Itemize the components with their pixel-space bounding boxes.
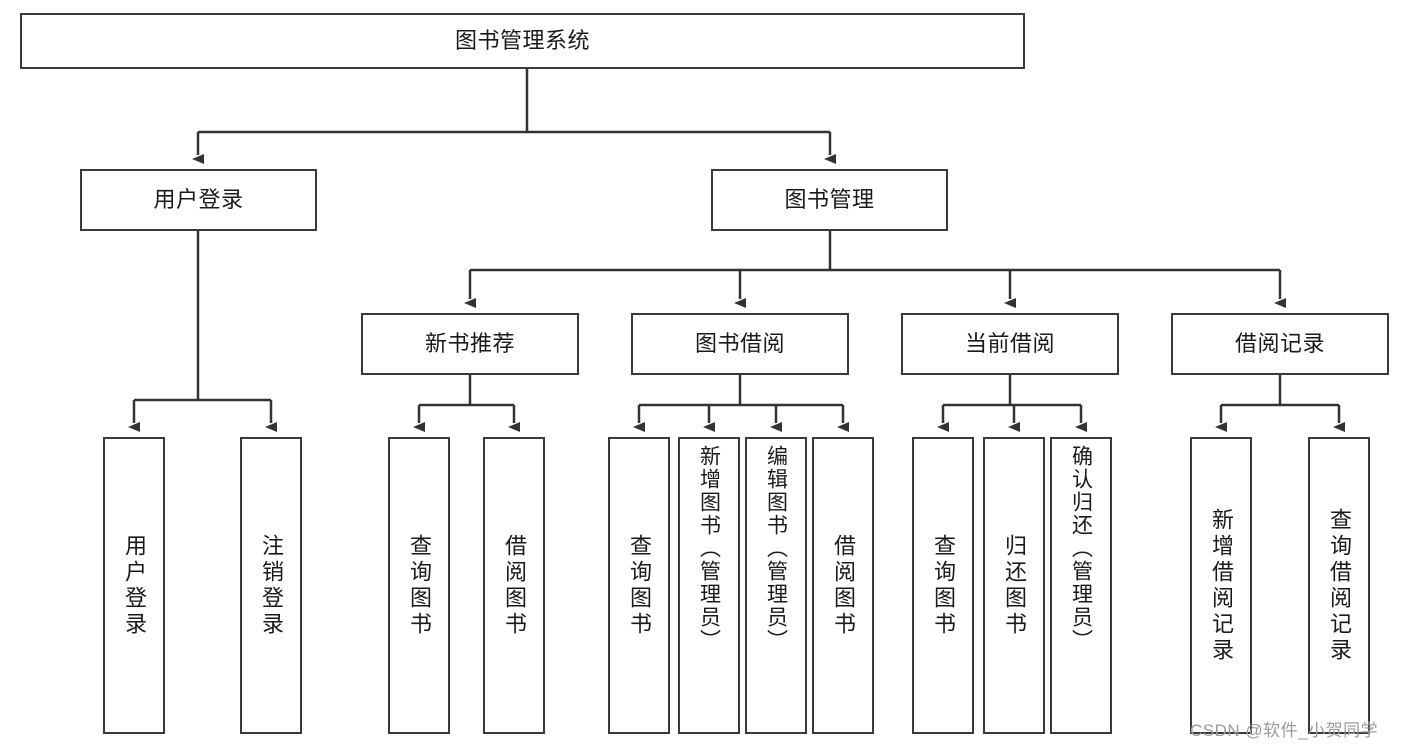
leaf-logout-label: 注销登录 [259,533,284,638]
node-user-login[interactable]: 用户登录 [80,169,317,231]
node-book-management[interactable]: 图书管理 [711,169,948,231]
node-book-borrow[interactable]: 图书借阅 [631,313,849,375]
leaf-confirm-return-admin[interactable]: 确认归还（管理员） [1050,437,1112,734]
node-new-book-recommend[interactable]: 新书推荐 [361,313,579,375]
csdn-watermark: CSDN @软件_小贺同学 [1190,721,1379,740]
leaf-return-book[interactable]: 归还图书 [983,437,1045,734]
leaf-confirm-return-admin-label: 确认归还（管理员） [1069,445,1093,652]
node-user-login-label: 用户登录 [153,186,244,212]
node-root[interactable]: 图书管理系统 [20,13,1025,69]
leaf-add-borrow-record[interactable]: 新增借阅记录 [1190,437,1252,734]
node-borrow-record[interactable]: 借阅记录 [1171,313,1389,375]
node-root-label: 图书管理系统 [454,27,590,53]
leaf-query-book-borrow[interactable]: 查询图书 [608,437,670,734]
leaf-query-book-borrow-label: 查询图书 [627,533,652,638]
leaf-query-book-newbook[interactable]: 查询图书 [388,437,450,734]
leaf-add-borrow-record-label: 新增借阅记录 [1209,507,1234,664]
leaf-user-login-label: 用户登录 [122,533,147,638]
leaf-return-book-label: 归还图书 [1002,533,1027,638]
node-current-borrow-label: 当前借阅 [964,330,1055,356]
node-current-borrow[interactable]: 当前借阅 [901,313,1119,375]
leaf-borrow-book-label: 借阅图书 [831,533,856,638]
leaf-query-book-current[interactable]: 查询图书 [912,437,974,734]
leaf-query-book-newbook-label: 查询图书 [407,533,432,638]
node-book-management-label: 图书管理 [784,186,875,212]
leaf-query-borrow-record[interactable]: 查询借阅记录 [1308,437,1370,734]
node-book-borrow-label: 图书借阅 [694,330,785,356]
leaf-edit-book-admin[interactable]: 编辑图书（管理员） [745,437,807,734]
leaf-borrow-book[interactable]: 借阅图书 [812,437,874,734]
leaf-edit-book-admin-label: 编辑图书（管理员） [764,445,788,652]
node-borrow-record-label: 借阅记录 [1234,330,1325,356]
leaf-add-book-admin-label: 新增图书（管理员） [697,445,721,652]
leaf-borrow-book-newbook-label: 借阅图书 [502,533,527,638]
leaf-query-book-current-label: 查询图书 [931,533,956,638]
leaf-user-login[interactable]: 用户登录 [103,437,165,734]
node-new-book-recommend-label: 新书推荐 [424,330,515,356]
leaf-query-borrow-record-label: 查询借阅记录 [1327,507,1352,664]
leaf-logout[interactable]: 注销登录 [240,437,302,734]
leaf-add-book-admin[interactable]: 新增图书（管理员） [678,437,740,734]
leaf-borrow-book-newbook[interactable]: 借阅图书 [483,437,545,734]
